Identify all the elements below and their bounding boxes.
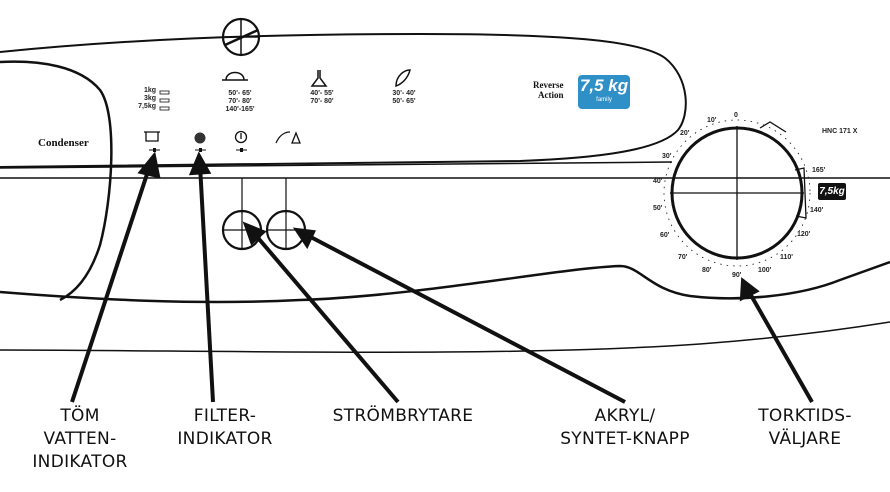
arrow-timer — [746, 289, 814, 403]
synthetic-icon — [310, 70, 328, 87]
brand-text: Reverse Action — [533, 80, 563, 100]
acrylic-icon — [275, 131, 301, 144]
callout-acrylic-line-2: SYNTET-KNAPP — [560, 429, 690, 449]
arrow-filter — [198, 164, 215, 403]
dial-tick-110: 110' — [780, 254, 793, 261]
callout-filter: FILTER- INDIKATOR — [165, 405, 285, 451]
condenser-label: Condenser — [38, 137, 89, 149]
synthetic-time-2: 70'- 80' — [310, 98, 334, 105]
empty-water-icon — [144, 131, 160, 142]
dial-tick-30: 30' — [662, 153, 672, 160]
cotton-time-1: 50'- 65' — [228, 90, 252, 97]
acrylic-button-graphic — [265, 178, 307, 251]
brand-line-2: Action — [537, 90, 564, 100]
weight-label-1: 1kg — [143, 87, 156, 94]
delicate-time-2: 50'- 65' — [392, 98, 416, 105]
panel-top-edge — [0, 32, 687, 168]
cotton-icon — [222, 71, 248, 81]
filter-indicator-dot — [194, 132, 206, 144]
callout-power: STRÖMBRYTARE — [318, 405, 488, 428]
pointer-arrows — [70, 151, 814, 404]
callout-timer-line-1: TORKTIDS- — [758, 406, 852, 426]
dial-tick-20: 20' — [680, 130, 690, 137]
callout-empty-water: TÖM VATTEN- INDIKATOR — [30, 405, 130, 474]
dial-tick-60: 60' — [660, 232, 670, 239]
arrow-empty-water — [70, 164, 152, 403]
weight-label-3: 7,5kg — [138, 103, 156, 110]
cotton-times: 50'- 65' 70'- 80' 140'-165' — [218, 90, 262, 114]
dial-tick-165: 165' — [812, 167, 826, 174]
model-text: HNC 171 X — [822, 128, 858, 135]
callout-acrylic: AKRYL/ SYNTET-KNAPP — [540, 405, 710, 451]
callout-power-line-1: STRÖMBRYTARE — [332, 406, 474, 426]
capacity-badge-sub: family — [596, 97, 612, 103]
dial-tick-40: 40' — [653, 178, 663, 185]
timer-dial-graphic — [663, 119, 811, 267]
cotton-time-3: 140'-165' — [225, 106, 255, 113]
callout-empty-water-line-2: VATTEN- — [43, 429, 117, 449]
synthetic-time-1: 40'- 55' — [310, 90, 334, 97]
delicate-icon — [395, 69, 411, 88]
callout-acrylic-line-1: AKRYL/ — [594, 406, 656, 426]
dial-tick-140: 140' — [810, 207, 824, 214]
dial-tick-80: 80' — [702, 267, 712, 274]
brand-line-1: Reverse — [533, 80, 564, 90]
capacity-badge-text: 7,5 kg — [579, 76, 629, 95]
weight-label-2: 3kg — [143, 95, 156, 102]
callout-filter-line-2: INDIKATOR — [177, 429, 273, 449]
weight-bar-1 — [159, 90, 170, 95]
dial-bottom-label: 90' — [732, 272, 742, 279]
cotton-time-2: 70'- 80' — [228, 98, 252, 105]
weight-bar-2 — [159, 98, 170, 103]
left-contour — [0, 60, 113, 302]
indicator-pegs — [149, 148, 247, 152]
callout-timer-line-2: VÄLJARE — [768, 429, 842, 449]
lower-wave — [0, 260, 890, 304]
delicate-time-1: 30'- 40' — [392, 90, 416, 97]
callout-empty-water-line-3: INDIKATOR — [32, 452, 128, 472]
dial-badge: 7,5kg — [818, 183, 846, 200]
synthetic-times: 40'- 55' 70'- 80' — [300, 90, 344, 106]
dial-tick-120: 120' — [797, 231, 811, 238]
top-knob-icon — [221, 17, 261, 57]
arrow-acrylic — [304, 232, 626, 404]
callout-timer: TORKTIDS- VÄLJARE — [735, 405, 875, 451]
callout-empty-water-line-1: TÖM — [60, 406, 100, 426]
weight-labels: 1kg 3kg 7,5kg — [136, 87, 156, 111]
weight-bar-3 — [159, 106, 170, 111]
base-line — [0, 321, 890, 354]
power-icon — [234, 130, 248, 144]
dial-tick-10: 10' — [707, 117, 717, 124]
dial-tick-100: 100' — [758, 267, 772, 274]
delicate-times: 30'- 40' 50'- 65' — [382, 90, 426, 106]
callout-filter-line-1: FILTER- — [193, 406, 257, 426]
capacity-badge: 7,5 kg family — [578, 75, 630, 109]
dial-top-label: 0 — [734, 112, 738, 119]
panel-line-1 — [0, 161, 673, 169]
dial-tick-70: 70' — [678, 254, 688, 261]
arrow-power — [251, 230, 400, 404]
dial-tick-50: 50' — [653, 205, 663, 212]
